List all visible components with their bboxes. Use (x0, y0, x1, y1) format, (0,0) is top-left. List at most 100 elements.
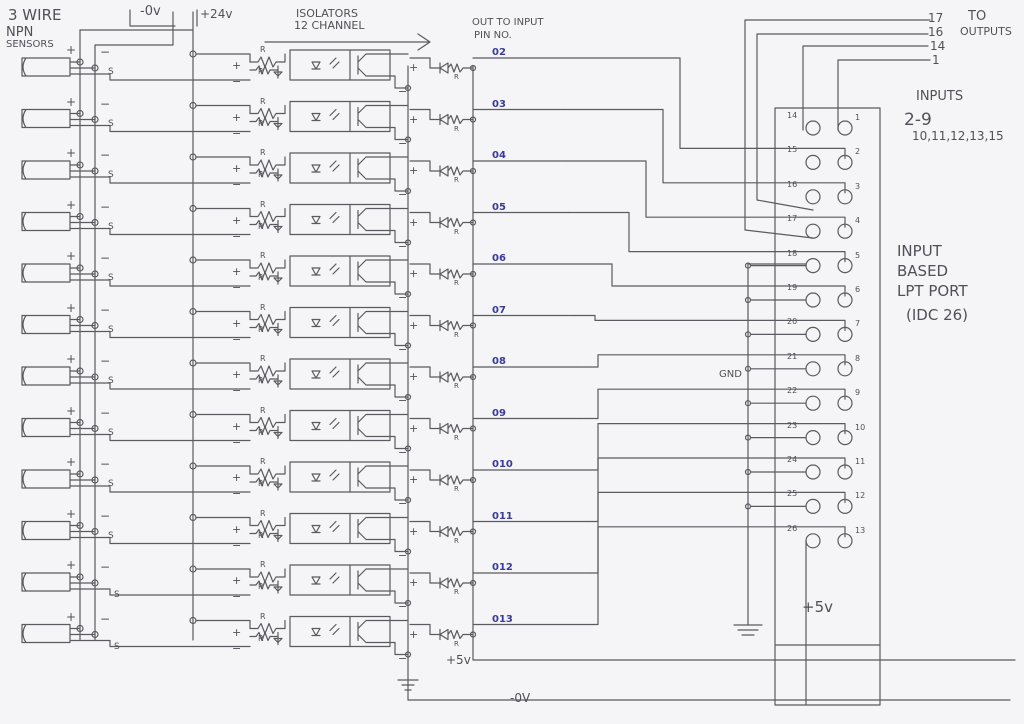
resistor-label: R (258, 427, 264, 437)
resistor-label: R (260, 611, 266, 621)
isolator-input-wire (192, 310, 251, 339)
channel-label: 02 (492, 47, 506, 58)
junction-dot (91, 167, 99, 175)
connector-pin-label: 25 (787, 489, 798, 499)
isolator-in-minus: − (232, 435, 242, 449)
junction-dot (76, 367, 84, 375)
junction-dot (404, 548, 412, 555)
channel-to-pin-wire (580, 388, 846, 420)
isolators-title-2: 12 CHANNEL (294, 19, 365, 32)
connector-pin-label: 14 (787, 111, 798, 120)
sensor-body (21, 263, 71, 283)
junction-dot (76, 624, 84, 633)
junction-dot (469, 322, 477, 329)
connector-pin-label: 12 (855, 491, 866, 501)
sensor-leads (69, 524, 194, 545)
output-pin-14: 14 (930, 39, 946, 53)
connector-pin (837, 120, 853, 136)
junction-dot (404, 187, 412, 195)
sensor-signal: S (114, 590, 120, 600)
led-resistor-symbol (249, 477, 283, 491)
isolator-5v-label: +5v (446, 653, 471, 667)
junction-dot (91, 424, 99, 433)
sensor-body (21, 314, 71, 335)
sensors-title-3: SENSORS (6, 39, 54, 50)
isolator-out-minus: − (398, 394, 408, 407)
optocoupler-box (289, 49, 351, 81)
channel-to-pin-wire (574, 314, 846, 331)
output-diode-resistor (409, 417, 474, 435)
resistor-symbol (249, 310, 286, 326)
junction-dot (404, 445, 412, 452)
channel-to-pin-wire (586, 457, 846, 523)
sensor-body (21, 469, 71, 489)
isolator-in-minus: − (232, 487, 242, 500)
connector-pin (805, 498, 821, 514)
channel-label: 012 (492, 562, 513, 573)
led-resistor-symbol (249, 580, 283, 594)
connector-pin-label: 17 (787, 214, 798, 224)
isolators-arrow (264, 33, 431, 51)
sensor-plus: + (66, 455, 77, 469)
phototransistor-symbol (349, 203, 409, 244)
sensor-body (21, 160, 71, 180)
inputs-note-extra: 10,11,12,13,15 (912, 129, 1004, 143)
sensor-signal: S (108, 376, 114, 386)
junction-dot (469, 631, 477, 638)
output-resistor-label: R (454, 382, 459, 390)
connector-pin-label: 11 (855, 457, 866, 466)
zero-volt-label: -0V (510, 691, 531, 705)
junction-dot (404, 84, 412, 92)
ground-symbol-connector (733, 624, 763, 636)
junction-dot (404, 496, 412, 504)
gnd-pin18-wire (747, 263, 807, 267)
sensor-body (21, 57, 71, 77)
sensor-plus: + (66, 94, 77, 109)
led-emitter-symbol (311, 211, 340, 225)
junction-dot (404, 599, 412, 607)
isolator-in-plus: + (232, 265, 242, 278)
isolator-out-minus: − (398, 188, 408, 201)
isolator-out-plus: + (409, 112, 419, 126)
isolator-input-wire (192, 516, 251, 545)
channel-to-pin-wire (592, 526, 846, 626)
isolator-out-minus: − (398, 342, 408, 356)
optocoupler-box (289, 512, 351, 545)
connector-pin (805, 464, 821, 480)
led-resistor-symbol (249, 528, 283, 543)
isolator-in-minus: − (232, 332, 242, 346)
resistor-symbol (249, 516, 286, 532)
resistor-symbol (249, 362, 286, 377)
junction-dot (404, 342, 412, 349)
sensor-signal: S (108, 118, 114, 129)
channel-to-pin-wire (583, 423, 846, 471)
sensors-title-2: NPN (6, 25, 34, 40)
junction-dot (76, 212, 84, 221)
optocoupler-box (289, 358, 351, 390)
isolator-in-plus: + (232, 419, 242, 433)
isolator-out-plus: + (409, 421, 419, 435)
sensor-minus: − (100, 405, 111, 420)
isolator-input-wire (192, 413, 251, 442)
junction-dot (469, 64, 477, 72)
connector-pin (805, 292, 821, 308)
connector-pin-label: 18 (787, 248, 798, 258)
junction-dot (469, 579, 477, 587)
isolator-in-plus: + (232, 522, 242, 536)
isolator-out-minus: − (398, 136, 408, 150)
led-emitter-symbol (311, 572, 340, 585)
sensor-minus: − (100, 611, 111, 626)
connector-pin-label: 8 (855, 353, 861, 363)
resistor-label: R (258, 67, 264, 76)
connector-pin-label: 1 (855, 113, 861, 122)
output-14-wire (802, 45, 929, 131)
junction-dot (76, 470, 84, 478)
led-emitter-symbol (311, 160, 340, 173)
isolator-in-minus: − (232, 126, 242, 140)
isolator-out-plus: + (409, 370, 419, 383)
resistor-label: R (260, 199, 266, 209)
resistor-label: R (258, 582, 264, 591)
phototransistor-symbol (349, 255, 409, 295)
neg-rail-label: -0v (140, 4, 161, 19)
output-resistor-label: R (454, 330, 459, 339)
